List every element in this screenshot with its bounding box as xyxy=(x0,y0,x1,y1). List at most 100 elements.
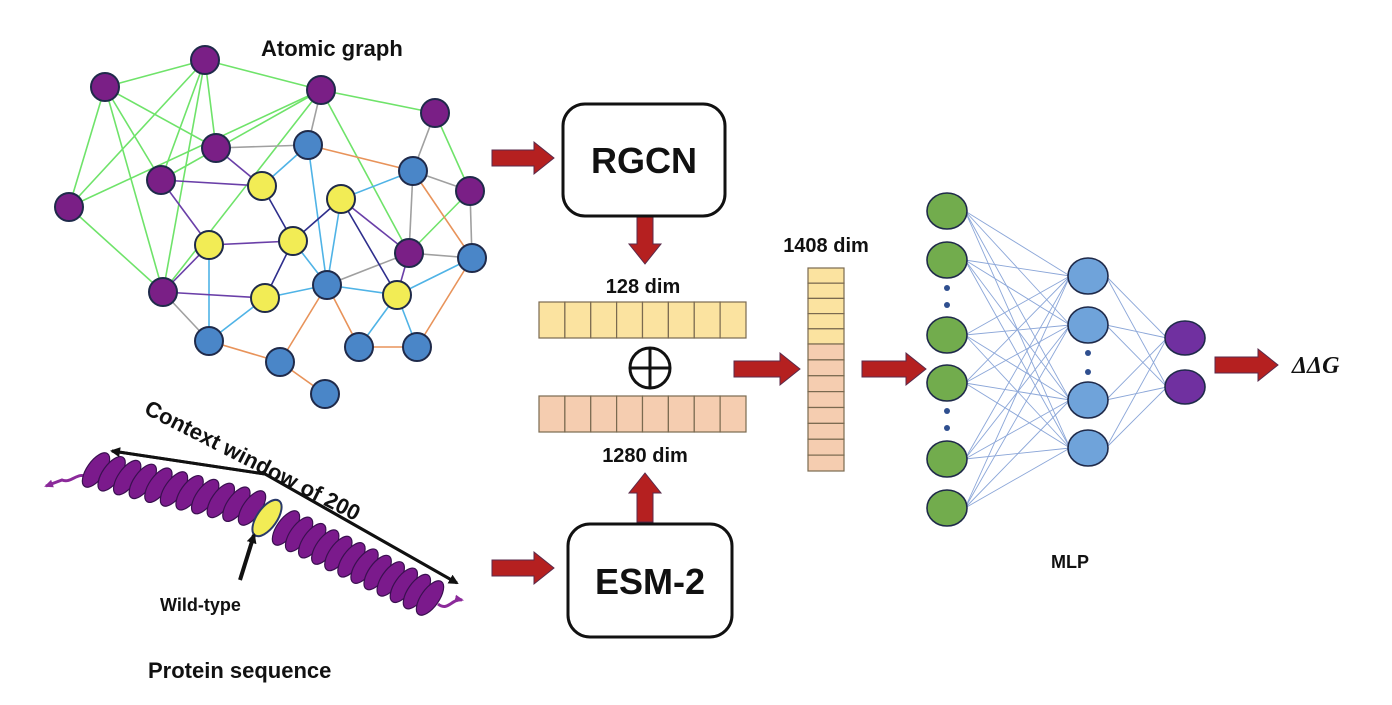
graph-node-blue xyxy=(402,332,432,362)
rgcn-label: RGCN xyxy=(591,140,697,181)
vector-cell xyxy=(719,395,747,433)
concat-dim-label: 1408 dim xyxy=(783,235,869,257)
concat-icon xyxy=(628,346,672,390)
wild-type-label: Wild-type xyxy=(160,595,241,615)
graph-node-purple xyxy=(201,133,231,163)
ellipsis-dot xyxy=(944,408,950,414)
graph-node-yellow xyxy=(250,283,280,313)
n-terminus-tail xyxy=(44,474,89,488)
rgcn-dim-label: 128 dim xyxy=(606,276,680,298)
mlp-neuron-hidden xyxy=(1067,306,1109,344)
vector-cell xyxy=(564,395,592,433)
graph-node-purple xyxy=(394,238,424,268)
protein-helix xyxy=(44,452,464,616)
vector-cell xyxy=(693,301,721,339)
mlp-neuron-input xyxy=(926,440,968,478)
mlp-connection xyxy=(964,259,1071,277)
graph-node-blue xyxy=(310,379,340,409)
concat-cell-esm xyxy=(807,438,845,456)
concat-cell-rgcn xyxy=(807,282,845,300)
concat-cell-rgcn xyxy=(807,267,845,284)
graph-node-yellow xyxy=(326,184,356,214)
flow-arrows xyxy=(491,140,1279,586)
graph-node-purple xyxy=(190,45,220,75)
mlp-neuron-hidden xyxy=(1067,381,1109,419)
rgcn-box: RGCN xyxy=(561,102,727,218)
graph-edge-green xyxy=(68,206,164,293)
graph-node-blue xyxy=(265,347,295,377)
mlp-connection xyxy=(964,275,1071,509)
graph-node-purple xyxy=(420,98,450,128)
vector-cell xyxy=(616,395,644,433)
vector-cell xyxy=(641,395,669,433)
vector-cell xyxy=(538,301,566,339)
mlp-connection xyxy=(964,275,1071,336)
graph-node-purple xyxy=(146,165,176,195)
context-left-arrowhead xyxy=(110,447,266,476)
graph-node-blue xyxy=(293,130,323,160)
graph-to-rgcn-arrow xyxy=(491,140,555,176)
mlp-connection xyxy=(964,275,1071,460)
concat-cell-rgcn xyxy=(807,297,845,315)
graph-edge-green xyxy=(104,86,162,181)
graph-edge-green xyxy=(68,86,106,208)
graph-edge-green xyxy=(162,89,322,293)
rgcn-output-arrow xyxy=(627,215,663,265)
mlp-connection xyxy=(964,382,1071,449)
mlp-connection xyxy=(1105,324,1168,388)
mlp-to-output-arrow xyxy=(1214,347,1279,383)
concat-cell-esm xyxy=(807,454,845,472)
mlp-nodes xyxy=(926,192,1206,527)
graph-edge-green xyxy=(104,86,164,293)
graph-edge-green xyxy=(160,89,322,181)
graph-edge-green xyxy=(104,86,217,149)
wild-type-pointer xyxy=(238,533,257,581)
graph-node-yellow xyxy=(278,226,308,256)
mlp-connection xyxy=(1105,324,1168,339)
concat-cell-esm xyxy=(807,343,845,361)
esm2-label: ESM-2 xyxy=(595,561,705,602)
esm-output-arrow xyxy=(627,472,663,523)
concatenated-vector xyxy=(807,267,845,472)
mlp-connection xyxy=(964,275,1071,384)
graph-node-purple xyxy=(90,72,120,102)
graph-node-blue xyxy=(194,326,224,356)
graph-node-yellow xyxy=(247,171,277,201)
graph-node-purple xyxy=(54,192,84,222)
ellipsis-dot xyxy=(944,425,950,431)
concat-arrow xyxy=(733,351,801,387)
graph-edge-green xyxy=(104,59,206,88)
protein-sequence-label: Protein sequence xyxy=(148,658,331,683)
mlp-connection xyxy=(964,324,1071,384)
graph-node-purple xyxy=(148,277,178,307)
mlp-neuron-output xyxy=(1164,369,1206,405)
vector-cell xyxy=(616,301,644,339)
esm-embedding-vector xyxy=(538,395,747,433)
mlp-neuron-hidden xyxy=(1067,429,1109,467)
graph-edge-orange xyxy=(307,144,414,172)
graph-edge-purple xyxy=(162,291,266,299)
vector-cell xyxy=(590,395,618,433)
vector-cell xyxy=(667,301,695,339)
ellipsis-dot xyxy=(1085,369,1091,375)
vector-to-mlp-arrow xyxy=(861,351,927,387)
graph-edge-lightblue xyxy=(307,144,328,286)
mlp-connection xyxy=(964,399,1071,460)
vector-cell xyxy=(719,301,747,339)
ddg-output-label: ΔΔG xyxy=(1291,353,1340,379)
sequence-to-esm-arrow xyxy=(491,550,555,586)
graph-node-blue xyxy=(457,243,487,273)
vector-cell xyxy=(641,301,669,339)
mlp-connection xyxy=(1105,337,1168,449)
graph-edge-orange xyxy=(279,284,328,363)
esm2-box: ESM-2 xyxy=(566,522,734,639)
concat-cell-esm xyxy=(807,391,845,409)
graph-edge-darkblue xyxy=(340,198,398,296)
concat-cell-rgcn xyxy=(807,313,845,330)
graph-edge-green xyxy=(162,59,206,293)
graph-edge-green xyxy=(68,89,322,208)
mlp-neuron-input xyxy=(926,364,968,402)
concat-cell-esm xyxy=(807,359,845,377)
